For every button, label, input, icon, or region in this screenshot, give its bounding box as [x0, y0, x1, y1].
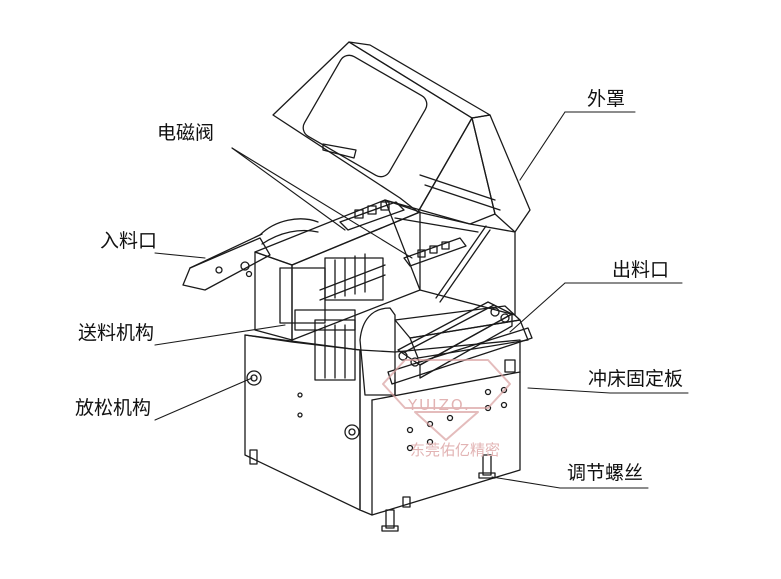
watermark-emblem: [382, 359, 511, 441]
feed-inlet-guide: [182, 218, 319, 291]
adjusting-screws: [249, 449, 496, 532]
leader-lines: [154, 111, 689, 489]
label-feed-inlet: 入料口: [100, 230, 158, 252]
lower-cabinet: [244, 334, 521, 516]
label-adjusting-screw: 调节螺丝: [567, 462, 644, 484]
label-feeding-mechanism: 送料机构: [78, 322, 155, 344]
label-release-mechanism: 放松机构: [75, 397, 152, 419]
watermark-brand: YUIZO.: [408, 396, 471, 414]
outlet-conveyor: [387, 301, 533, 396]
right-frame: [359, 199, 529, 396]
label-punch-fixing-plate: 冲床固定板: [588, 368, 684, 390]
label-outer-cover: 外罩: [587, 88, 626, 110]
main-frame: [254, 199, 421, 381]
outer-cover-lid: [272, 41, 531, 233]
watermark-company: 东莞佑亿精密: [410, 441, 501, 459]
label-solenoid-valve: 电磁阀: [157, 122, 215, 144]
label-outlet: 出料口: [612, 259, 670, 281]
solenoid-valve-blocks: [339, 201, 491, 303]
